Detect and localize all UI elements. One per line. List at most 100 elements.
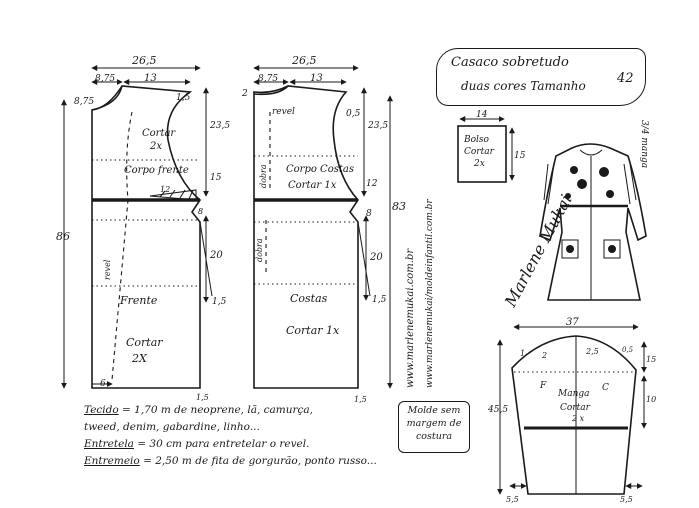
pocket-label3: 2x [473, 159, 485, 169]
sleeve-mark-2-5: 2,5 [585, 347, 599, 356]
front-mark-12: 12 [160, 185, 170, 194]
sleeve-label1: Manga [557, 389, 590, 399]
note-entretela-text: = 30 cm para entretelar o revel. [137, 438, 310, 450]
back-label-cut1: Cortar 1x [288, 180, 337, 191]
back-neckline [253, 85, 289, 96]
back-label-costas: Costas [290, 292, 328, 305]
front-label-2x2: 2X [131, 352, 148, 365]
note-tecido2: tweed, denim, gabardine, linho... [84, 421, 260, 433]
back-label-fold1: dobra [259, 164, 268, 188]
front-mark-6: 6 [100, 379, 106, 389]
back-top-width: 26,5 [291, 54, 317, 67]
sleeve-mark-2: 2 [541, 351, 547, 360]
back-label-fold2: dobra [255, 238, 264, 262]
front-mark-1-5: 1,5 [176, 93, 191, 103]
front-pattern: 26,5 8,75 13 8,75 1,5 23,5 15 12 8 20 1,… [56, 54, 230, 402]
coat-flower-2 [577, 179, 587, 189]
note-entretela: Entretela = 30 cm para entretelar o reve… [84, 436, 404, 453]
coat-sketch: 3/4 manga Marlene Mukai [500, 120, 649, 311]
molde-line1: Molde sem [407, 405, 461, 416]
sleeve-cuff-left: 5,5 [506, 495, 519, 504]
back-length: 83 [392, 200, 406, 213]
coat-pocket-left [561, 239, 579, 259]
note-entremeio: Entremeio = 2,50 m de fita de gorgurão, … [84, 453, 404, 470]
sleeve-letter-c: C [602, 383, 609, 393]
signature: Marlene Mukai [500, 191, 575, 310]
front-label-cut: Cortar [142, 128, 176, 139]
back-mark-1-5: 1,5 [354, 395, 367, 404]
front-center-line [111, 111, 133, 381]
coat-outline [539, 143, 647, 301]
sleeve-outline [511, 335, 637, 495]
front-label-cut2: Cortar [126, 336, 163, 349]
sleeve-length: 45,5 [487, 405, 508, 415]
front-label-frente: Frente [119, 294, 158, 307]
front-mark-20: 20 [209, 250, 223, 261]
back-pattern: 26,5 8,75 13 2 0,5 23,5 12 8 20 1,5 83 1… [241, 54, 406, 404]
pocket-label2: Cortar [464, 147, 495, 157]
sleeve-mark-1: 1 [520, 349, 525, 358]
front-label-2x: 2x [149, 141, 162, 152]
website-line1: www.marlenemukai.com.br [405, 248, 416, 388]
coat-flower-3 [599, 167, 609, 177]
pocket-width: 14 [476, 110, 488, 120]
title-line1: Casaco sobretudo [451, 55, 569, 70]
back-mark-20: 20 [369, 252, 383, 263]
front-mark-bottom: 1,5 [196, 393, 209, 402]
back-mark-23-5: 23,5 [367, 121, 388, 131]
coat-flower-5 [565, 193, 571, 199]
front-mark-15: 15 [210, 173, 222, 183]
pattern-title: Casaco sobretudo duas cores Tamanho 42 [436, 48, 646, 106]
sleeve-pattern: 37 1 2 2,5 0,5 15 10 45,5 F C Manga Cort… [487, 317, 656, 504]
note-tecido-label: Tecido [84, 404, 119, 416]
pocket-outline [457, 125, 507, 183]
title-size: 42 [617, 71, 634, 86]
front-label-fold: revel [103, 259, 112, 280]
note-tecido-text: = 1,70 m de neoprene, lã, camurça, [122, 404, 314, 416]
sleeve-mark-0-5: 0,5 [622, 346, 634, 354]
back-mark-12: 12 [366, 179, 378, 189]
sleeve-mark-15: 15 [646, 355, 656, 364]
back-label-revel: revel [272, 107, 295, 117]
pocket-pattern: 14 15 Bolso Cortar 2x [457, 110, 526, 183]
back-label-cut2: Cortar 1x [286, 324, 340, 337]
back-mark-8: 8 [366, 209, 372, 219]
front-mark-23-5: 23,5 [209, 121, 230, 131]
back-shoulder-width: 13 [310, 73, 323, 84]
front-neck-width: 8,75 [95, 74, 115, 84]
sleeve-mark-10: 10 [646, 395, 656, 404]
back-mark-2: 2 [241, 89, 248, 99]
front-shoulder-width: 13 [144, 73, 157, 84]
front-neck-depth: 8,75 [74, 97, 94, 107]
sleeve-width: 37 [566, 317, 579, 328]
sketch-label: 3/4 manga [639, 120, 649, 168]
note-entremeio-text: = 2,50 m de fita de gorgurão, ponto russ… [143, 455, 377, 467]
sleeve-cuff-right: 5,5 [620, 495, 633, 504]
front-length: 86 [56, 230, 70, 243]
front-label-body: Corpo frente [124, 165, 189, 176]
website-line2: www.marlenemukai/moldeinfantil.com.br [425, 199, 435, 388]
website-text: www.marlenemukai.com.br www.marlenemukai… [405, 199, 435, 388]
front-top-width: 26,5 [131, 54, 157, 67]
seam-allowance-note: Molde sem margem de costura [398, 401, 470, 453]
sleeve-label2: Cortar [560, 403, 591, 413]
title-line2: duas cores Tamanho [461, 79, 586, 93]
back-neck-width: 8,75 [258, 74, 278, 84]
pocket-height: 15 [514, 151, 526, 161]
coat-pocket-right [603, 239, 621, 259]
sleeve-letter-f: F [539, 381, 547, 391]
sleeve-label3: 2 x [571, 414, 585, 423]
back-label-body: Corpo Costas [286, 164, 354, 175]
coat-flower-1 [570, 166, 578, 174]
front-hem-ext: 1,5 [212, 297, 227, 307]
front-neckline [91, 85, 123, 111]
molde-line2: margem de [406, 418, 462, 429]
back-mark-0-5: 0,5 [346, 109, 361, 119]
coat-flower-4 [606, 190, 614, 198]
pocket-label1: Bolso [463, 135, 490, 145]
molde-line3: costura [415, 431, 453, 442]
back-hem-ext: 1,5 [372, 295, 387, 305]
note-entretela-label: Entretela [84, 438, 134, 450]
front-mark-8: 8 [198, 207, 203, 216]
